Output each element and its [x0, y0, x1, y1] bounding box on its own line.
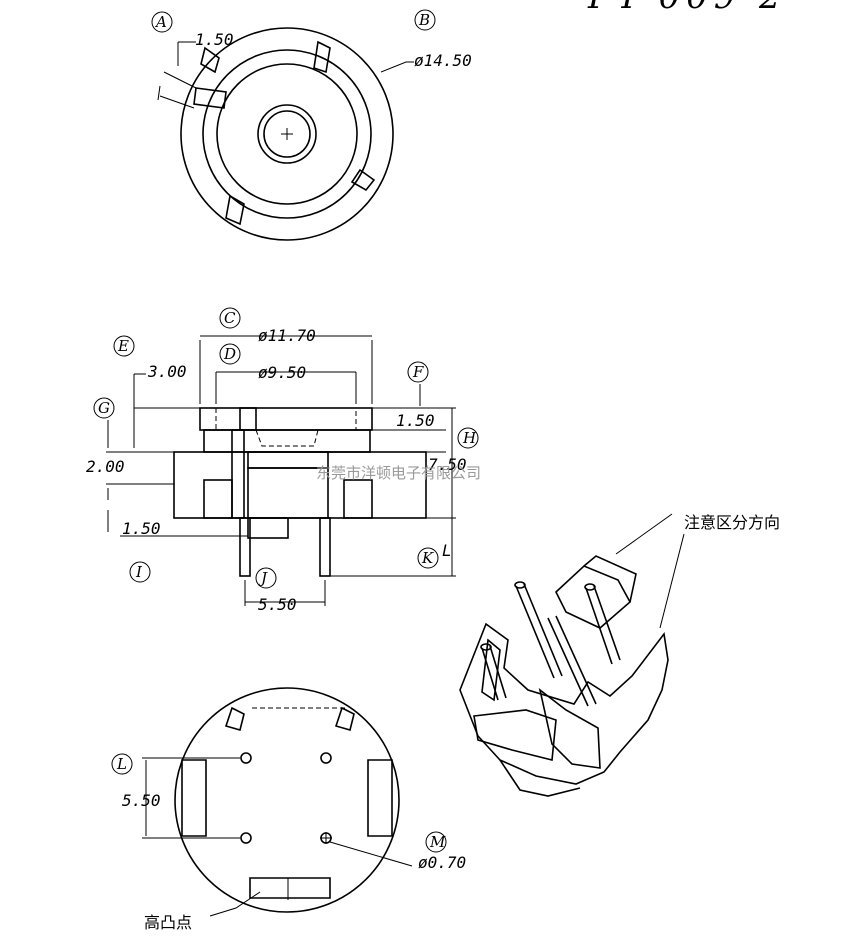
- dim-i-base: 1.50: [122, 519, 161, 538]
- label-m: M: [429, 833, 446, 851]
- dim-h-total: 7.50: [428, 455, 467, 474]
- bottom-view: [142, 687, 413, 917]
- label-d: D: [223, 345, 236, 363]
- side-view: [106, 335, 456, 606]
- dim-c-dia: ø11.70: [258, 326, 316, 345]
- label-c: C: [224, 309, 236, 327]
- label-i: I: [135, 563, 143, 581]
- label-l: L: [116, 755, 127, 773]
- dim-b-outer-dia: ø14.50: [414, 51, 472, 70]
- dim-a-width: 1.50: [195, 30, 234, 49]
- note-high-point: 高凸点: [144, 913, 192, 932]
- label-e: E: [117, 337, 129, 355]
- dim-g-height: 2.00: [86, 457, 125, 476]
- dim-d-dia: ø9.50: [258, 363, 306, 382]
- label-b: B: [418, 11, 430, 29]
- dim-e-step: 3.00: [147, 362, 187, 381]
- dim-k-pin: L: [442, 541, 452, 560]
- dim-l-pitch: 5.50: [122, 791, 161, 810]
- label-j: J: [258, 569, 268, 587]
- label-a: A: [154, 13, 167, 31]
- label-h: H: [462, 429, 477, 447]
- label-k: K: [421, 549, 434, 567]
- company-watermark: 东莞市洋顿电子有限公司: [316, 464, 481, 482]
- top-view: [157, 27, 394, 241]
- part-number-title: PT-009-2: [587, 0, 787, 17]
- dim-f-flange: 1.50: [396, 411, 435, 430]
- dim-m-pin-dia: ø0.70: [418, 853, 466, 872]
- isometric-view: [459, 513, 685, 797]
- dim-j-pitch: 5.50: [258, 595, 297, 614]
- note-polarity: 注意区分方向: [684, 513, 780, 532]
- label-g: G: [98, 399, 110, 417]
- label-f: F: [412, 363, 424, 381]
